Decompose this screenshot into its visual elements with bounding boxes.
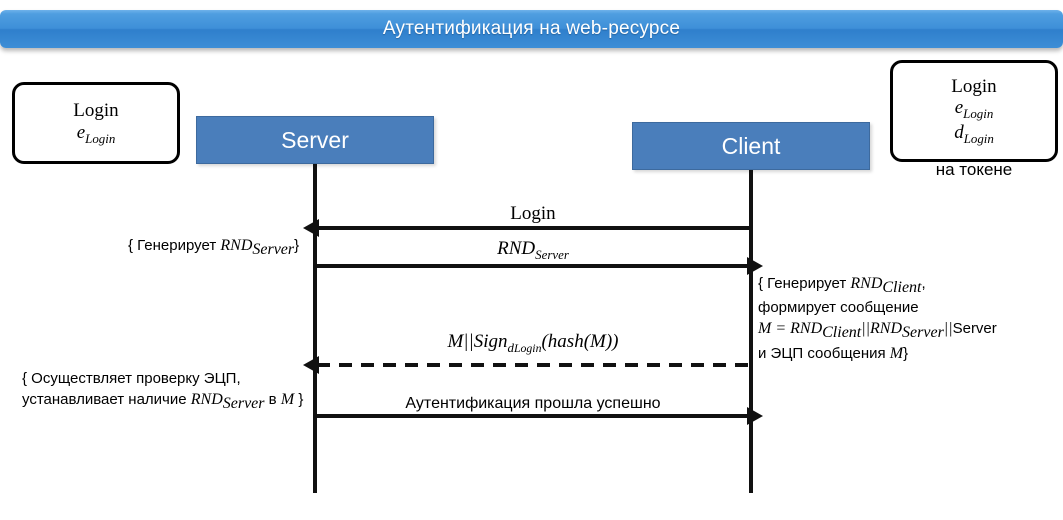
message-label-signed-message: M||SigndLogin(hash(M)) [447,331,619,355]
token-caption: на токене [935,160,1013,179]
client-key-e-login: eLogin [954,97,994,122]
note-server-check-line-1: { Осуществляет проверку ЭЦП, [22,370,241,387]
note-client-line-4: и ЭЦП сообщения M} [758,345,909,363]
message-label-auth-success: Аутентификация прошла успешно [405,395,661,412]
participant-server: Server [196,116,434,164]
note-client-line-1: { Генерирует RNDClient, [758,275,926,296]
lifeline-client [749,170,753,493]
participant-client-label: Client [721,132,781,159]
diagram-title-bar: Аутентификация на web-ресурсе [0,10,1063,48]
server-key-e-login: eLogin [76,121,116,146]
message-label-rnd-server: RNDServer [497,238,569,262]
server-key-box: Login eLogin [12,82,180,164]
message-arrow-rnd-server [317,257,763,275]
participant-client: Client [632,122,870,170]
message-arrow-auth-success [317,407,763,425]
arrow-shaft [317,414,749,418]
note-server-check-line-2: устанавливает наличие RNDServer в M } [22,390,304,412]
arrow-head-right-icon [747,257,763,275]
note-server-verifies-signature: { Осуществляет проверку ЭЦП, устанавлива… [22,369,303,414]
client-key-box: Login eLogin dLogin [890,60,1058,162]
note-server-generates-rnd: { Генерирует RNDServer} [128,237,300,258]
server-key-login-label: Login [73,100,119,122]
message-label-login: Login [510,203,556,224]
arrow-shaft [317,226,749,230]
arrow-shaft [317,264,749,268]
message-arrow-signed-message [303,356,749,374]
participant-server-label: Server [281,126,349,153]
message-arrow-login [303,219,749,237]
arrow-head-right-icon [747,407,763,425]
client-key-d-login: dLogin [954,121,994,146]
arrow-head-left-icon [303,356,319,374]
client-key-login-label: Login [951,76,997,98]
note-client-line-3: M = RNDClient||RNDServer||Server [758,319,997,341]
page-title: Аутентификация на web-ресурсе [382,18,681,39]
arrow-head-left-icon [303,219,319,237]
note-client-builds-message: { Генерирует RNDClient, формирует сообще… [758,273,997,364]
lifeline-server [313,164,317,493]
note-client-line-2: формирует сообщение [758,299,919,317]
arrow-shaft-dashed [317,363,749,367]
